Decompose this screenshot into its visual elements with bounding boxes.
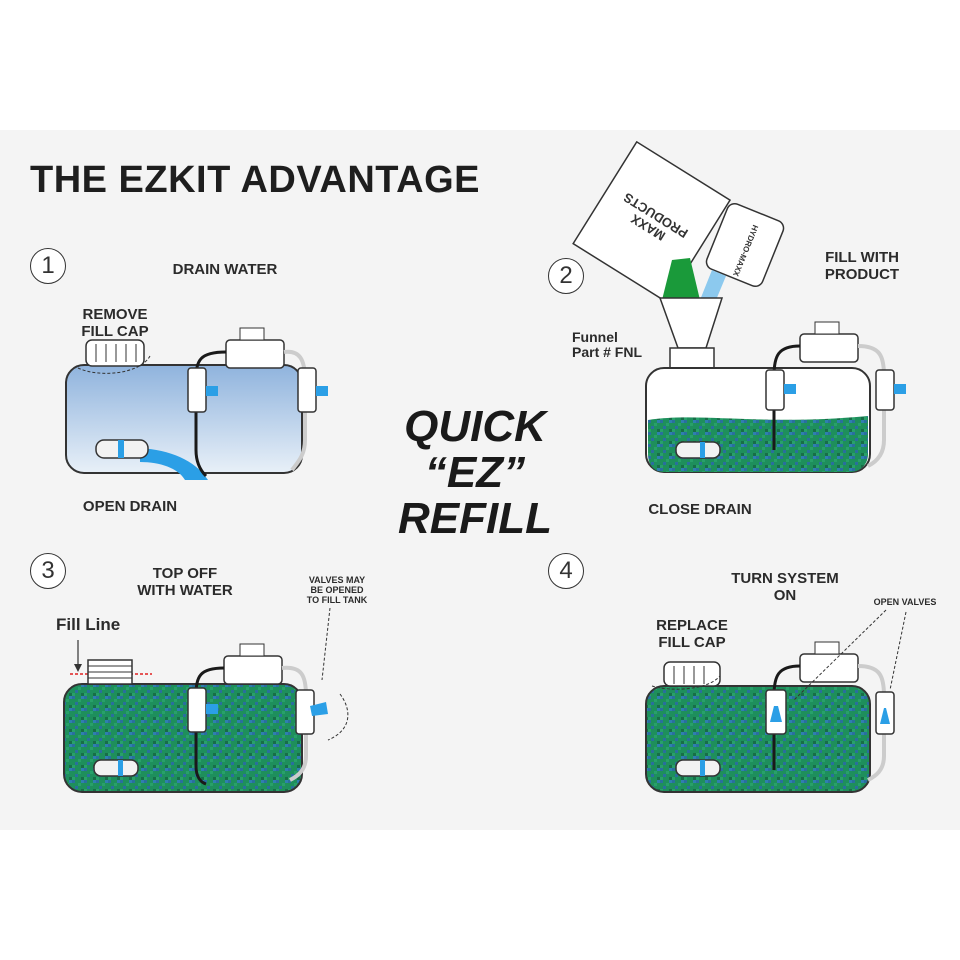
funnel-icon [658,297,724,349]
step-3-fill-line-label: Fill Line [56,615,121,634]
step-2-number: 2 [548,258,584,294]
valve-icon [187,367,207,413]
pump-head-icon [799,333,859,363]
step-4-number: 4 [548,553,584,589]
step-2-tank: MAXXPRODUCTS HYDRO-MAXX [572,140,906,473]
step-3-heading: TOP OFF WITH WATER [137,565,233,599]
valve-icon [765,369,785,411]
step-1-number: 1 [30,248,66,284]
fill-cap-icon [85,339,145,367]
step-3-valves-label: VALVES MAY BE OPENED TO FILL TANK [306,575,368,605]
drain-valve-icon [675,441,721,459]
valve-icon [187,687,207,733]
step-4-cap-label: REPLACE FILL CAP [656,617,728,651]
center-title: QUICK “EZ” REFILL [380,402,570,544]
step-2-heading: FILL WITH PRODUCT [824,249,900,283]
step-1-drain-label: OPEN DRAIN [82,498,178,515]
product-bag-icon: MAXXPRODUCTS [572,140,732,303]
pump-head-icon [223,655,283,685]
drain-valve-icon [93,759,139,777]
valve-icon [875,369,895,411]
step-4-tank [645,609,907,793]
step-1-tank [65,327,328,480]
product-jug-icon: HYDRO-MAXX [705,202,785,288]
valve-icon [297,367,317,413]
pump-head-icon [225,339,285,369]
drain-valve-icon [675,759,721,777]
step-1-heading: DRAIN WATER [172,261,278,278]
fill-cap-icon [663,661,721,687]
step-1-cap-label: REMOVE FILL CAP [81,306,149,340]
page-title: THE EZKIT ADVANTAGE [30,159,481,201]
pump-head-icon [799,653,859,683]
center-title-line-2: “EZ” [424,448,526,498]
center-title-line-1: QUICK [404,402,546,451]
step-2-drain-label: CLOSE DRAIN [648,501,752,518]
step-3-tank [63,607,349,793]
step-4-valves-label: OPEN VALVES [873,597,937,607]
step-4-heading: TURN SYSTEM ON [731,570,839,604]
step-3-number: 3 [30,553,66,589]
center-title-line-3: REFILL [398,494,552,544]
step-2-funnel-label: Funnel Part # FNL [572,329,643,361]
